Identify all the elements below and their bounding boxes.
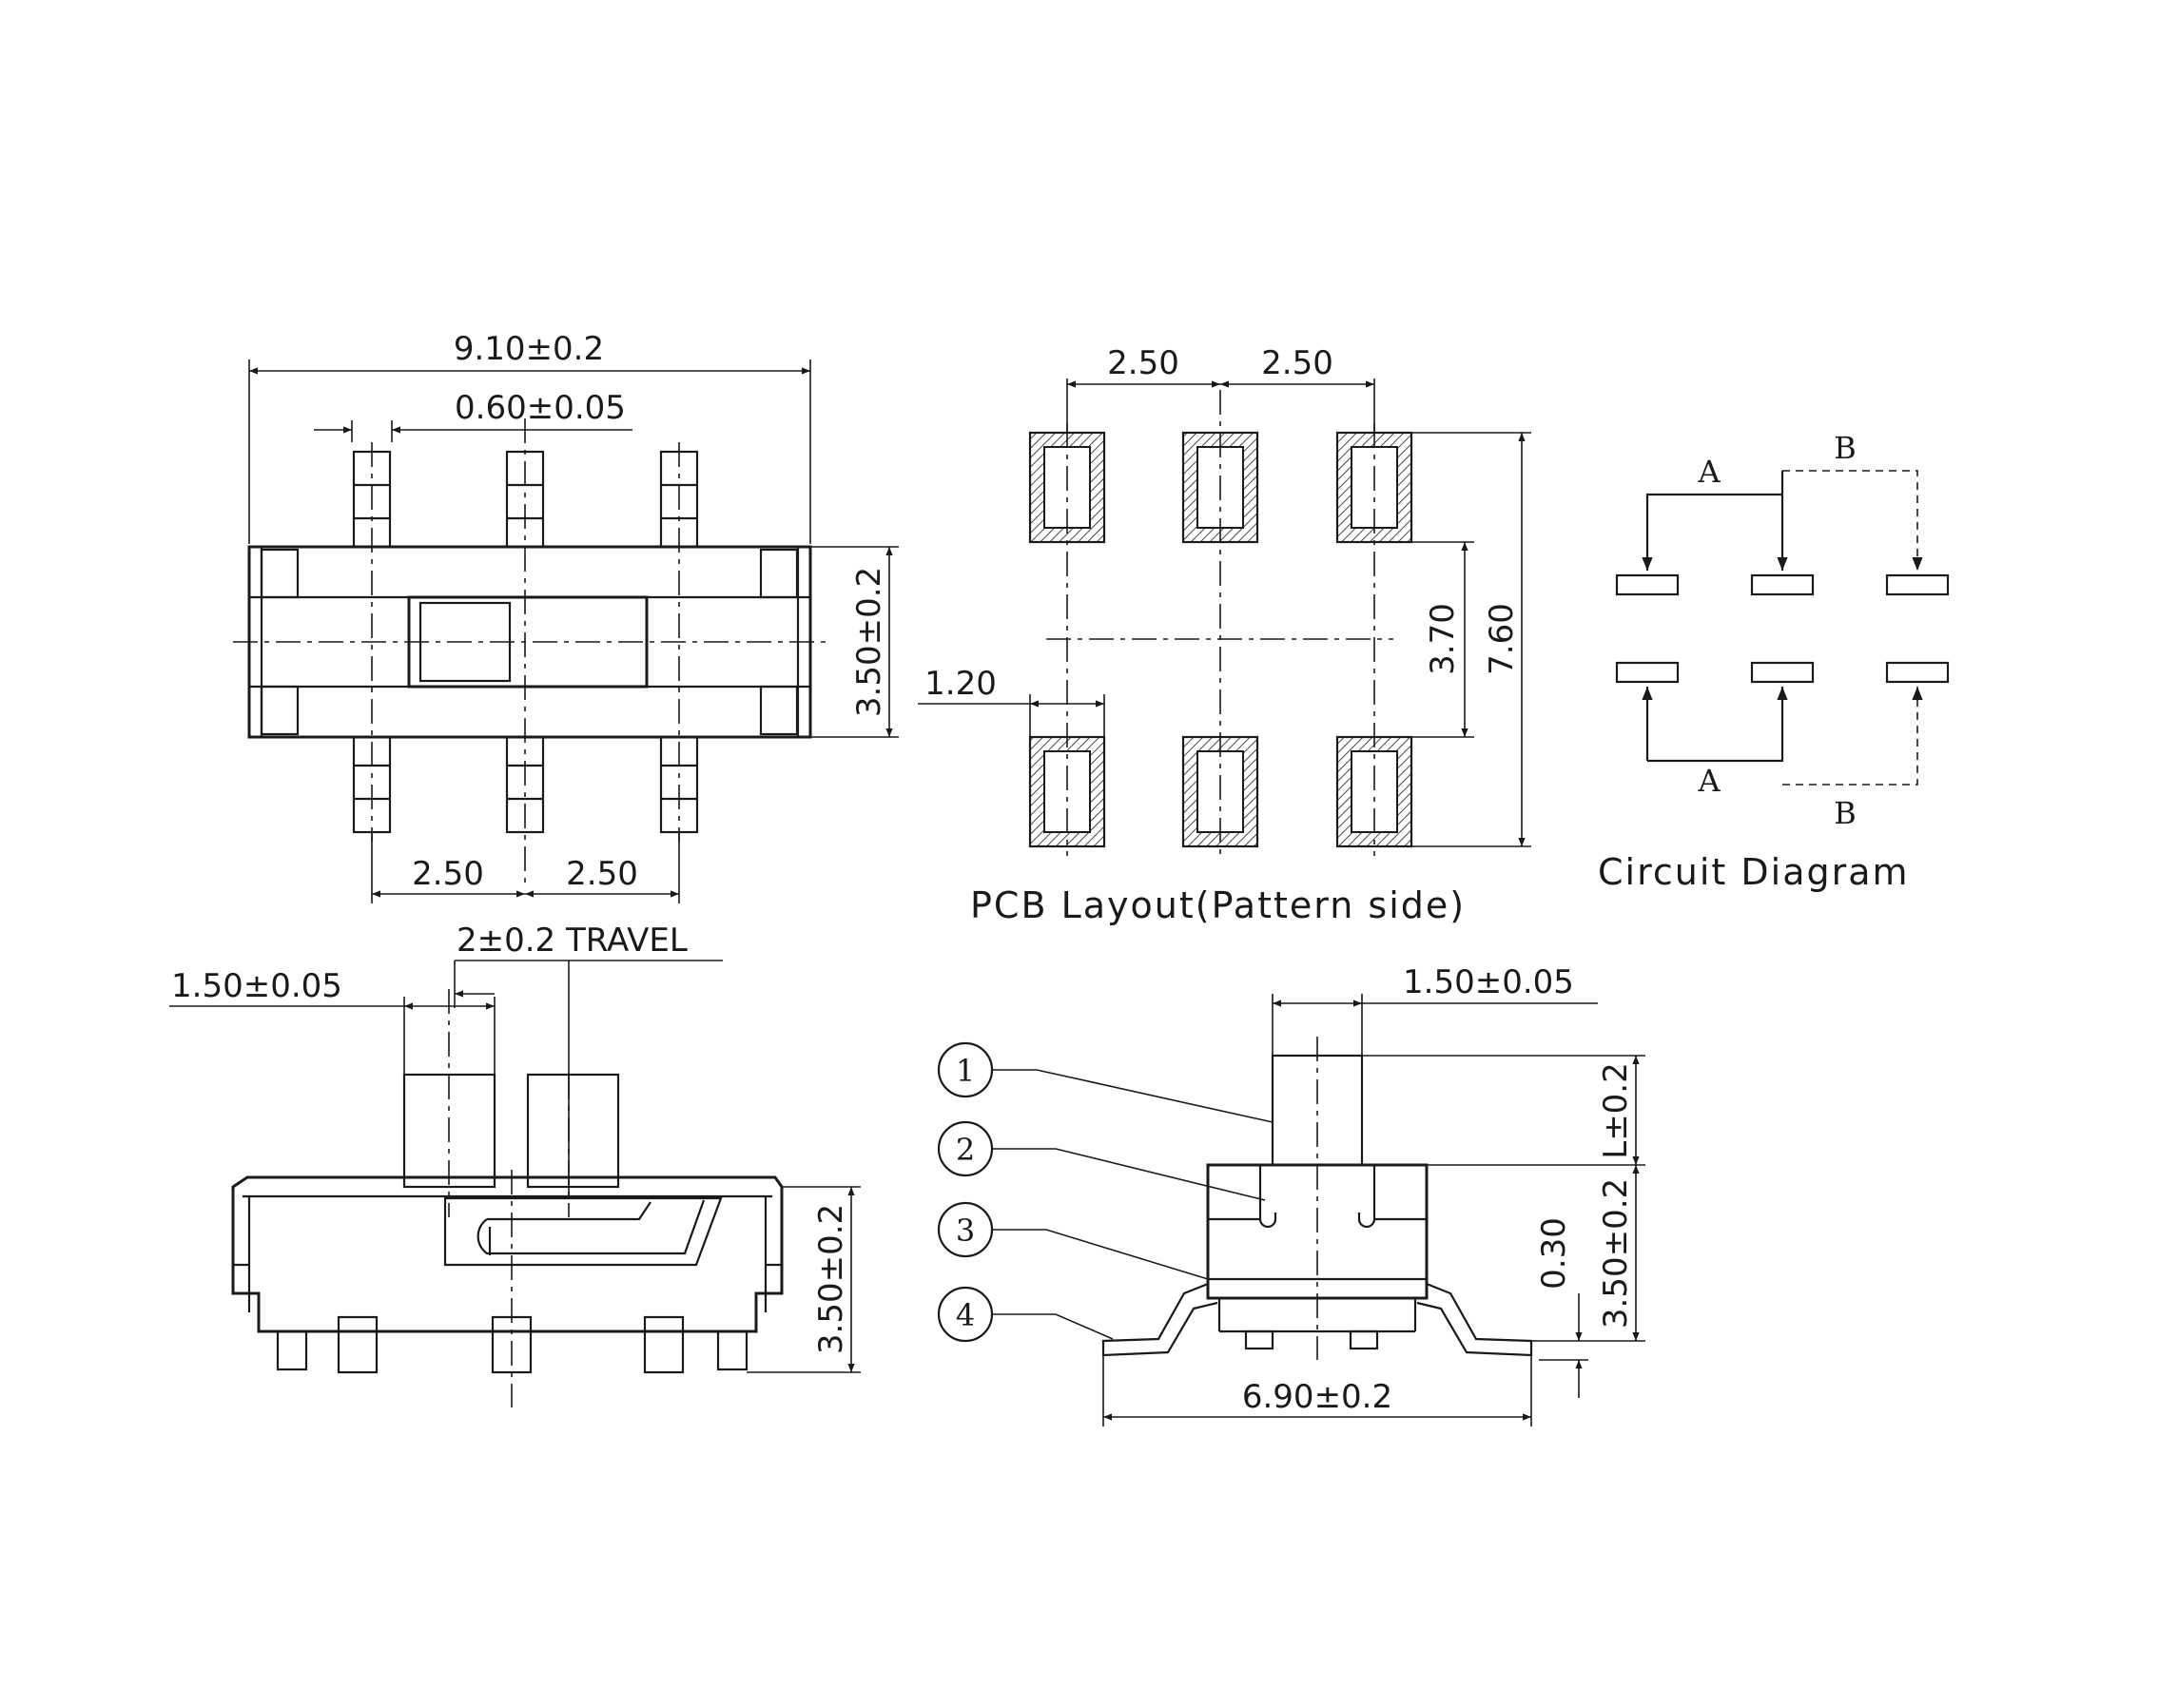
- label-a-bottom: A: [1697, 763, 1721, 799]
- knob-right-position: [526, 1073, 620, 1189]
- pcb-layout: 2.50 2.50 1.20 3.70 7.60 PCB Layout(Patt…: [918, 344, 1531, 926]
- lead-offset-label: 0.30: [1535, 1217, 1573, 1290]
- circuit-diagram-caption: Circuit Diagram: [1598, 851, 1910, 893]
- side-body-height-label: 3.50±0.2: [812, 1204, 850, 1354]
- label-a-top: A: [1697, 454, 1721, 490]
- overall-width-label: 9.10±0.2: [454, 330, 604, 368]
- callout-2: 2: [937, 1120, 1266, 1201]
- label-b-top: B: [1834, 430, 1857, 466]
- pcb-pitch-left-label: 2.50: [1107, 344, 1179, 382]
- lead-left: [1101, 1282, 1218, 1357]
- pcb-layout-caption: PCB Layout(Pattern side): [970, 884, 1466, 926]
- body-height-label: 3.50±0.2: [850, 567, 888, 717]
- svg-text:4: 4: [956, 1297, 975, 1333]
- callout-3: 3: [937, 1201, 1209, 1280]
- side-view: 2±0.2 TRAVEL 1.50±0.05: [169, 922, 861, 1407]
- pin-width-label: 0.60±0.05: [455, 389, 626, 427]
- inner-span-label: 3.70: [1424, 603, 1462, 675]
- pitch-left-label: 2.50: [412, 855, 484, 893]
- svg-text:1: 1: [956, 1053, 975, 1089]
- svg-text:3: 3: [956, 1213, 975, 1249]
- knob-height-label: L±0.2: [1597, 1062, 1635, 1159]
- travel-label: 2±0.2 TRAVEL: [457, 922, 688, 960]
- pcb-pitch-right-label: 2.50: [1261, 344, 1333, 382]
- end-body-height-label: 3.50±0.2: [1597, 1178, 1635, 1329]
- top-view: 9.10±0.2 0.60±0.05: [233, 330, 899, 903]
- svg-text:2: 2: [956, 1132, 975, 1168]
- lead-right: [1416, 1282, 1533, 1357]
- side-knob-width-label: 1.50±0.05: [171, 967, 342, 1005]
- circuit-diagram: A B A B Circuit Diagram: [1598, 430, 1950, 893]
- label-b-bottom: B: [1834, 795, 1857, 831]
- callout-4: 4: [937, 1286, 1114, 1343]
- end-view: 1.50±0.05 1 2 3: [937, 963, 1645, 1427]
- end-knob-width-label: 1.50±0.05: [1403, 963, 1574, 1001]
- callout-1: 1: [937, 1041, 1274, 1123]
- pitch-right-label: 2.50: [566, 855, 638, 893]
- pad-width-label: 1.20: [924, 665, 997, 703]
- lead-span-label: 6.90±0.2: [1242, 1378, 1392, 1416]
- contact-pads: [1615, 573, 1950, 684]
- outer-span-label: 7.60: [1483, 603, 1521, 675]
